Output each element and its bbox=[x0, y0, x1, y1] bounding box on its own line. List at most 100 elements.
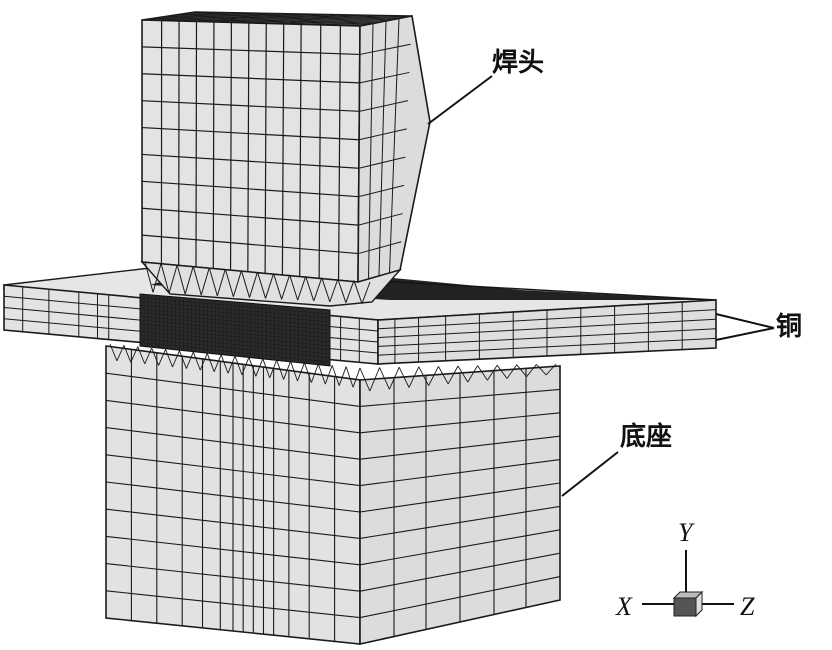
mesh-line bbox=[359, 552, 561, 592]
anvil-transition-mesh bbox=[109, 343, 557, 392]
mesh-line bbox=[377, 318, 717, 339]
mesh-line bbox=[352, 367, 361, 388]
mesh-line bbox=[227, 355, 236, 374]
mesh-line bbox=[377, 337, 717, 356]
mesh-line bbox=[353, 280, 363, 304]
mesh-line bbox=[379, 367, 390, 390]
mesh-line bbox=[141, 180, 359, 198]
mesh-line bbox=[418, 366, 429, 386]
mesh-line bbox=[206, 353, 215, 372]
mesh-line bbox=[212, 21, 215, 269]
mesh-line bbox=[359, 482, 561, 513]
mesh-line bbox=[141, 46, 360, 56]
mesh-line bbox=[329, 278, 339, 303]
mesh-line bbox=[377, 309, 717, 330]
mesh-line bbox=[248, 271, 258, 298]
horn-front-face bbox=[141, 19, 361, 283]
mesh-line bbox=[151, 347, 160, 366]
mesh-line bbox=[358, 184, 405, 198]
mesh-line bbox=[146, 18, 365, 26]
mesh-line bbox=[299, 24, 302, 277]
mesh-line bbox=[358, 128, 407, 141]
mesh-line bbox=[273, 273, 283, 300]
mesh-line bbox=[185, 351, 194, 369]
mesh-line bbox=[139, 308, 331, 327]
mesh-line bbox=[359, 43, 411, 55]
mesh-line bbox=[229, 22, 232, 271]
mesh-line bbox=[487, 364, 498, 381]
mesh-line bbox=[168, 264, 178, 294]
mesh-line bbox=[358, 213, 403, 226]
mesh-line bbox=[220, 354, 229, 374]
mesh-line bbox=[283, 361, 291, 380]
copper-leader-line-upper bbox=[715, 313, 775, 329]
mesh-line bbox=[105, 454, 361, 487]
mesh-line bbox=[141, 73, 360, 84]
mesh-line bbox=[195, 21, 198, 268]
mesh-line bbox=[159, 16, 378, 24]
mesh-line bbox=[139, 327, 331, 347]
axis-cube-side bbox=[695, 590, 703, 618]
axis-cube-front bbox=[673, 597, 697, 617]
mesh-line bbox=[192, 266, 202, 296]
mesh-line bbox=[139, 301, 331, 319]
mesh-line bbox=[359, 71, 410, 84]
mesh-line bbox=[477, 365, 488, 381]
mesh-line bbox=[177, 14, 395, 20]
mesh-line bbox=[297, 276, 307, 301]
mesh-line bbox=[139, 338, 331, 359]
mesh-line bbox=[321, 277, 331, 303]
mesh-line bbox=[310, 363, 319, 383]
mesh-line bbox=[139, 297, 331, 315]
mesh-line bbox=[139, 319, 331, 339]
mesh-line bbox=[144, 261, 154, 293]
horn-label: 焊头 bbox=[492, 48, 545, 78]
mesh-line bbox=[139, 330, 331, 351]
mesh-line bbox=[345, 280, 355, 303]
mesh-line bbox=[248, 357, 257, 377]
mesh-line bbox=[176, 264, 186, 295]
mesh-line bbox=[105, 481, 361, 513]
mesh-line bbox=[105, 427, 361, 460]
mesh-line bbox=[105, 508, 361, 539]
mesh-line bbox=[116, 345, 125, 361]
mesh-line bbox=[262, 358, 271, 379]
copper-label: 铜 bbox=[776, 312, 803, 342]
mesh-line bbox=[264, 23, 267, 274]
mesh-line bbox=[297, 362, 305, 382]
mesh-line bbox=[289, 274, 299, 301]
mesh-line bbox=[281, 274, 291, 300]
mesh-line bbox=[139, 323, 331, 343]
mesh-line bbox=[137, 346, 146, 365]
horn-leader-line bbox=[427, 75, 493, 125]
mesh-line bbox=[160, 263, 170, 294]
mesh-line bbox=[359, 412, 561, 434]
mesh-line bbox=[141, 234, 359, 255]
mesh-line bbox=[105, 372, 361, 407]
mesh-line bbox=[324, 365, 333, 385]
mesh-line bbox=[199, 353, 208, 371]
mesh-line bbox=[359, 435, 561, 460]
mesh-line bbox=[186, 12, 404, 19]
mesh-line bbox=[313, 277, 323, 302]
mesh-line bbox=[184, 266, 194, 295]
mesh-line bbox=[216, 268, 226, 297]
mesh-line bbox=[290, 361, 298, 382]
mesh-line bbox=[130, 346, 139, 363]
mesh-line bbox=[276, 359, 285, 380]
mesh-line bbox=[338, 366, 347, 386]
mesh-line bbox=[172, 350, 180, 368]
mesh-line bbox=[213, 354, 222, 372]
mesh-line bbox=[369, 367, 381, 392]
mesh-line bbox=[172, 14, 391, 21]
mesh-line bbox=[181, 13, 400, 19]
weld-zone-grid bbox=[139, 294, 331, 366]
copper-leader-line-lower bbox=[715, 327, 775, 341]
mesh-line bbox=[152, 263, 162, 293]
mesh-line bbox=[361, 281, 371, 304]
axis-triad bbox=[642, 550, 734, 618]
mesh-line bbox=[265, 273, 275, 299]
mesh-line bbox=[192, 351, 201, 371]
mesh-line bbox=[337, 25, 341, 281]
